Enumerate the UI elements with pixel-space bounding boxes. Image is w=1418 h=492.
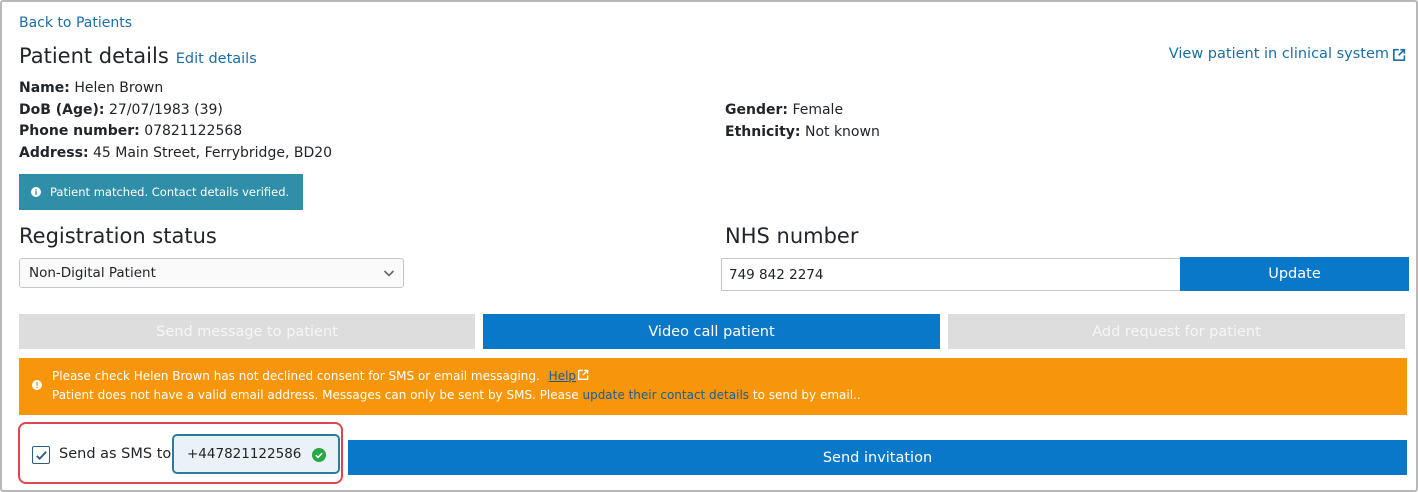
patient-gender: Female <box>792 102 844 118</box>
update-contact-details-link[interactable]: update their contact details <box>582 388 750 402</box>
external-link-icon <box>578 369 589 380</box>
consent-warning-text: Please check Helen Brown has not decline… <box>52 369 540 383</box>
video-call-button[interactable]: Video call patient <box>483 314 940 349</box>
sms-number-input[interactable] <box>172 434 340 474</box>
edit-details-link[interactable]: Edit details <box>175 51 257 67</box>
patient-matched-text: Patient matched. Contact details verifie… <box>50 185 290 199</box>
view-clinical-system-link[interactable]: View patient in clinical system <box>1169 46 1406 62</box>
gender-label: Gender: <box>725 102 788 118</box>
patient-phone-row: Phone number: 07821122568 <box>19 121 332 143</box>
patient-info-left: Name: Helen Brown DoB (Age): 27/07/1983 … <box>19 78 332 164</box>
phone-label: Phone number: <box>19 123 140 139</box>
add-request-button[interactable]: Add request for patient <box>948 314 1405 349</box>
view-clinical-system-label: View patient in clinical system <box>1168 46 1389 62</box>
send-message-button[interactable]: Send message to patient <box>19 314 475 349</box>
send-as-sms-label: Send as SMS to <box>59 446 172 462</box>
registration-status-value: Non-Digital Patient <box>29 265 156 281</box>
check-circle-icon <box>312 448 326 462</box>
patient-phone: 07821122568 <box>144 123 243 139</box>
registration-status-heading: Registration status <box>19 224 217 248</box>
warning-icon <box>32 380 42 390</box>
warning-line-2: Patient does not have a valid email addr… <box>52 386 1407 405</box>
patient-ethnicity: Not known <box>804 123 880 140</box>
warning-line-1: Please check Helen Brown has not decline… <box>52 367 1407 386</box>
chevron-down-icon <box>383 267 395 279</box>
checkmark-icon <box>35 450 47 460</box>
help-link[interactable]: Help <box>549 369 589 383</box>
ethnicity-label: Ethnicity: <box>725 123 801 140</box>
update-nhs-button[interactable]: Update <box>1180 257 1409 291</box>
patient-dob-row: DoB (Age): 27/07/1983 (39) <box>19 100 332 122</box>
page-title: Patient details <box>19 44 169 68</box>
patient-ethnicity-row: Ethnicity: Not known <box>725 122 880 144</box>
patient-name: Helen Brown <box>74 80 164 96</box>
back-to-patients-link[interactable]: Back to Patients <box>19 15 132 31</box>
external-link-icon <box>1393 48 1406 61</box>
patient-info-right: Gender: Female Ethnicity: Not known <box>725 100 880 143</box>
patient-address-row: Address: 45 Main Street, Ferrybridge, BD… <box>19 143 332 165</box>
patient-dob: 27/07/1983 (39) <box>108 101 223 118</box>
patient-gender-row: Gender: Female <box>725 100 880 122</box>
send-as-sms-checkbox[interactable] <box>32 446 50 464</box>
patient-address: 45 Main Street, Ferrybridge, BD20 <box>93 144 333 161</box>
patient-matched-banner: Patient matched. Contact details verifie… <box>19 174 303 210</box>
registration-status-select[interactable]: Non-Digital Patient <box>19 258 404 288</box>
email-warning-text: Patient does not have a valid email addr… <box>52 388 579 402</box>
name-label: Name: <box>19 80 70 96</box>
send-invitation-button[interactable]: Send invitation <box>348 440 1407 475</box>
consent-warning-banner: Please check Helen Brown has not decline… <box>19 358 1407 415</box>
patient-name-row: Name: Helen Brown <box>19 78 332 100</box>
nhs-number-heading: NHS number <box>725 224 859 248</box>
email-warning-suffix: to send by email.. <box>752 388 861 402</box>
nhs-number-input[interactable] <box>721 258 1181 291</box>
dob-label: DoB (Age): <box>19 101 105 118</box>
info-icon <box>31 187 41 197</box>
title-row: Patient details Edit details <box>19 44 257 68</box>
help-label: Help <box>548 369 577 383</box>
sms-option-group: Send as SMS to <box>18 422 343 484</box>
address-label: Address: <box>19 144 89 161</box>
